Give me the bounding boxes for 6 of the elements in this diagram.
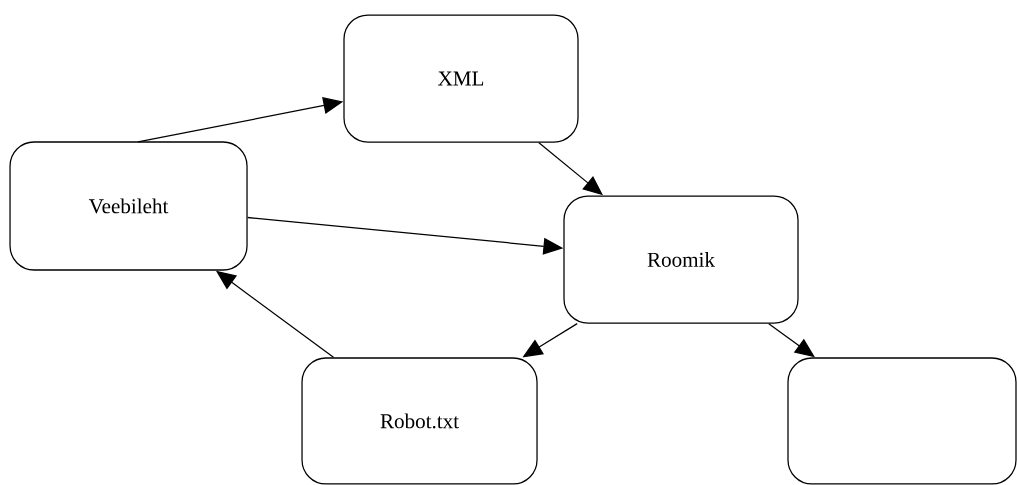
process-box: Roomik xyxy=(563,195,799,324)
process-box xyxy=(787,357,1017,485)
arrow xyxy=(768,323,815,358)
process-box: Robot.txt xyxy=(301,357,538,485)
process-box: XML xyxy=(343,14,579,143)
process-box: Veebileht xyxy=(9,141,248,271)
